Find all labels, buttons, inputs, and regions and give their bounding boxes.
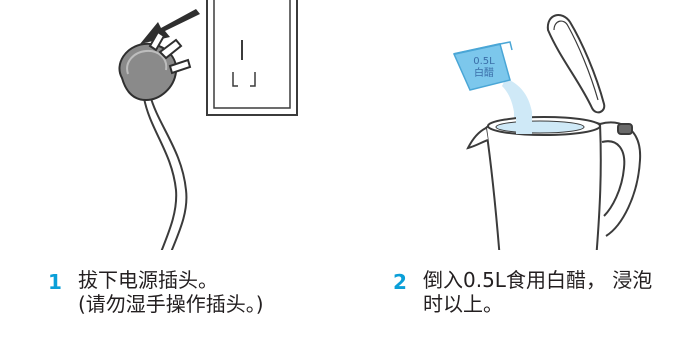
cup-liquid-label: 白醋 — [474, 68, 494, 79]
plug — [118, 30, 192, 102]
kettle-drawing — [452, 14, 642, 261]
kettle-illustration: 0.5L 白醋 — [420, 0, 695, 261]
step-instruction: 拔下电源插头。 — [78, 268, 218, 292]
step-number: 2 — [393, 270, 407, 294]
wall-socket — [206, 0, 298, 116]
pull-arrow — [140, 9, 200, 44]
unplug-drawing — [118, 0, 298, 261]
step-instruction: 倒入0.5L食用白醋， 浸泡 — [423, 268, 653, 292]
cup-volume-label: 0.5L — [473, 56, 495, 67]
stream-in-kettle — [516, 112, 532, 134]
cord — [149, 94, 188, 261]
step-note: (请勿湿手操作插头。) — [78, 292, 264, 316]
step-instruction-continued: 时以上。 — [423, 292, 503, 316]
kettle-body — [466, 116, 642, 261]
kettle-lid — [546, 14, 606, 114]
measuring-cup — [452, 41, 513, 91]
step-number: 1 — [48, 270, 62, 294]
unplug-illustration — [0, 0, 340, 261]
